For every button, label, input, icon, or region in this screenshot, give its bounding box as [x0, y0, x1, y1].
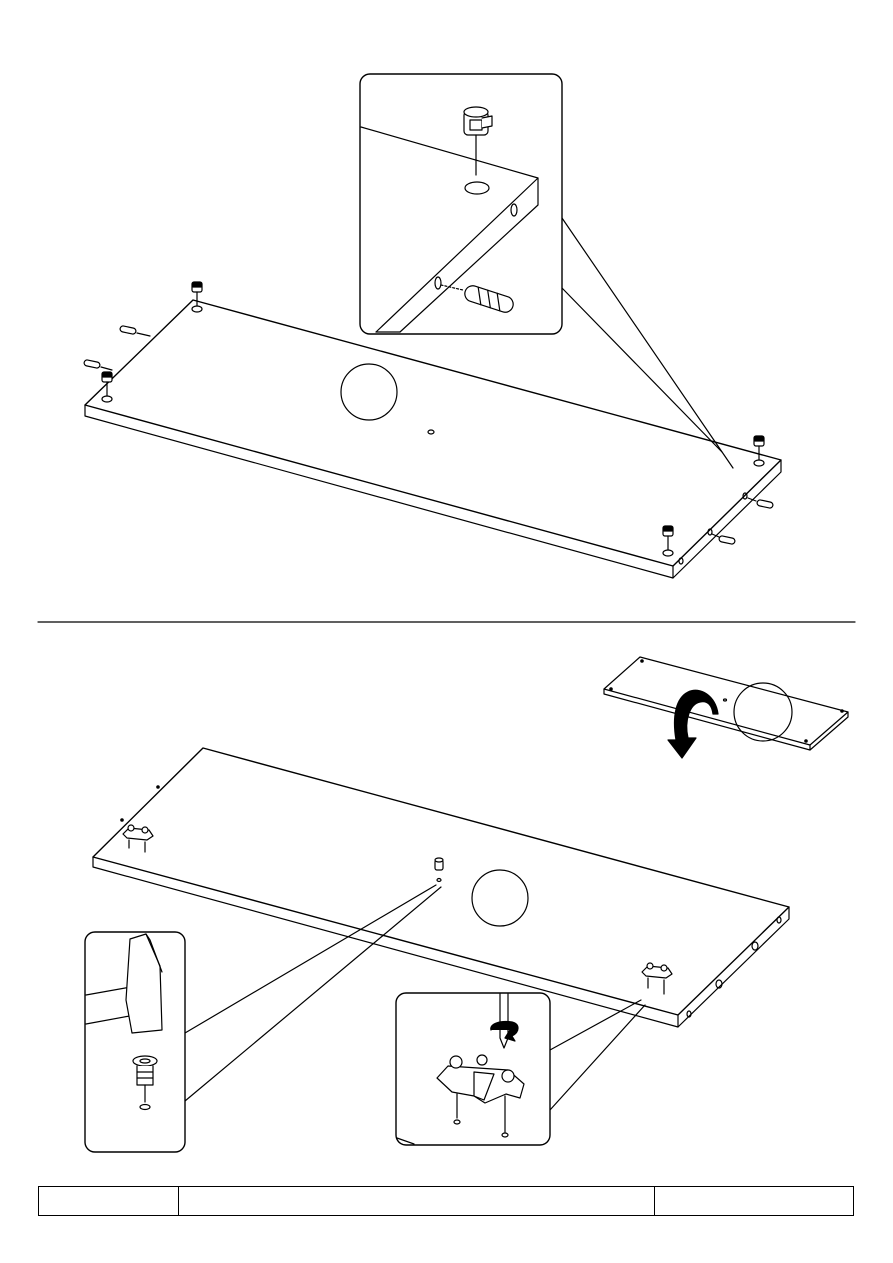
wooden-dowel-icon — [84, 325, 774, 544]
flip-panel-preview — [604, 657, 848, 750]
footer-table — [38, 1186, 854, 1216]
footer-cell-middle — [179, 1187, 655, 1215]
plastic-insert-icon — [435, 858, 443, 882]
detail-callout-cam-dowel — [360, 74, 562, 334]
detail-callout-hammer — [85, 932, 185, 1152]
detail-callout-screwdriver — [396, 993, 550, 1145]
hinge-mounting-plate-icon — [123, 825, 672, 994]
part-reference-circle — [472, 870, 528, 926]
top-step-panel — [85, 300, 781, 578]
part-reference-circle — [341, 364, 397, 420]
curved-arrow-down-icon — [668, 690, 718, 758]
footer-cell-right — [655, 1187, 853, 1215]
footer-cell-left — [39, 1187, 179, 1215]
